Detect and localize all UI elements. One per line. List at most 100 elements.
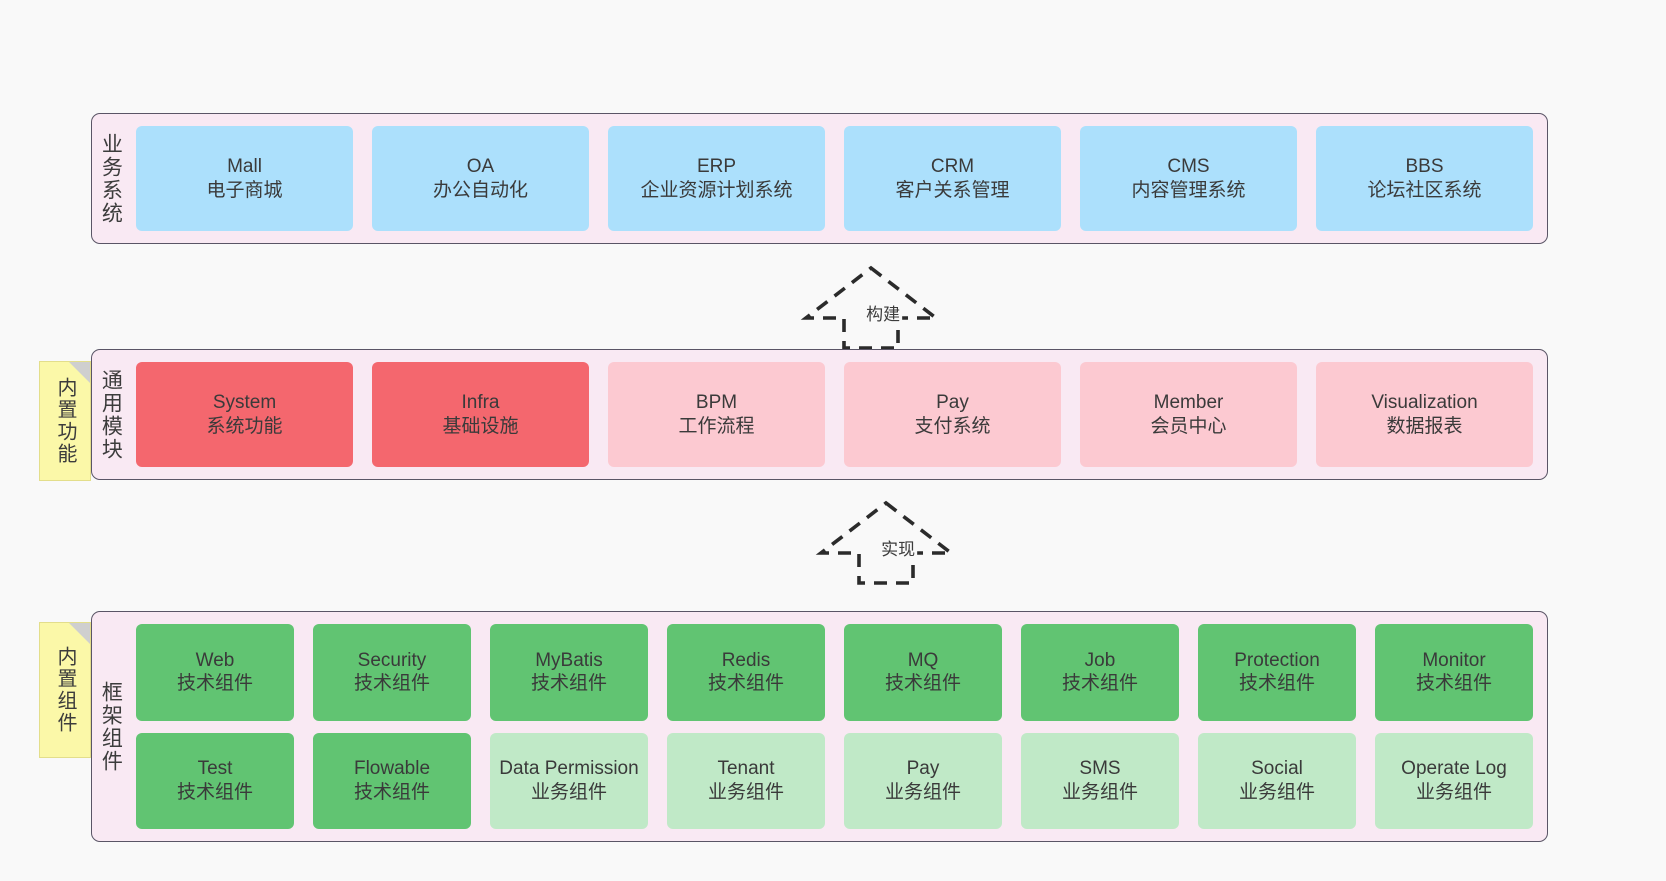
card-protection[interactable]: Protection 技术组件	[1198, 624, 1356, 721]
card-title-en: Redis	[721, 649, 771, 671]
card-row: Test 技术组件 Flowable 技术组件 Data Permission …	[136, 732, 1533, 829]
card-title-cn: 客户关系管理	[895, 179, 1010, 201]
card-title-cn: 电子商城	[206, 179, 283, 201]
card-title-en: Job	[1084, 649, 1116, 671]
card-mq[interactable]: MQ 技术组件	[844, 624, 1002, 721]
card-crm[interactable]: CRM 客户关系管理	[844, 126, 1061, 231]
card-title-en: OA	[466, 155, 495, 177]
card-bpm[interactable]: BPM 工作流程	[608, 362, 825, 467]
card-flowable[interactable]: Flowable 技术组件	[313, 732, 471, 829]
card-title-en: CMS	[1167, 155, 1210, 177]
card-title-en: Security	[357, 649, 427, 671]
note-label: 内置组件	[54, 646, 76, 734]
card-title-cn: 技术组件	[176, 673, 253, 695]
connector-implement-label: 实现	[879, 534, 918, 560]
layer-cards-common-module: System 系统功能 Infra 基础设施 BPM 工作流程 Pay 支付系统…	[128, 350, 1547, 479]
card-title-cn: 会员中心	[1150, 415, 1227, 437]
card-data-permission[interactable]: Data Permission 业务组件	[490, 732, 648, 829]
layer-title-framework-component: 框架组件	[99, 680, 123, 773]
card-title-en: Test	[197, 758, 233, 779]
card-title-cn: 数据报表	[1386, 415, 1463, 437]
card-title-en: BPM	[695, 391, 738, 413]
card-title-cn: 工作流程	[678, 415, 755, 437]
card-title-cn: 业务组件	[707, 781, 784, 803]
card-title-en: MQ	[907, 649, 939, 671]
card-title-en: BBS	[1405, 155, 1444, 177]
card-title-en: Tenant	[717, 758, 775, 779]
card-title-cn: 技术组件	[1415, 673, 1492, 695]
card-title-cn: 技术组件	[353, 673, 430, 695]
card-title-en: Infra	[461, 391, 500, 413]
card-title-en: Operate Log	[1401, 758, 1507, 779]
card-pay[interactable]: Pay 支付系统	[844, 362, 1061, 467]
card-mybatis[interactable]: MyBatis 技术组件	[490, 624, 648, 721]
card-security[interactable]: Security 技术组件	[313, 624, 471, 721]
card-title-en: Pay	[906, 758, 940, 779]
card-social[interactable]: Social 业务组件	[1198, 732, 1356, 829]
card-title-cn: 业务组件	[530, 781, 607, 803]
note-label: 内置功能	[54, 377, 76, 465]
layer-title-business-system: 业务系统	[99, 132, 123, 225]
card-redis[interactable]: Redis 技术组件	[667, 624, 825, 721]
card-title-en: Member	[1153, 391, 1224, 413]
card-web[interactable]: Web 技术组件	[136, 624, 294, 721]
card-title-en: Mall	[227, 155, 262, 177]
card-title-cn: 技术组件	[1238, 673, 1315, 695]
card-title-cn: 技术组件	[1061, 673, 1138, 695]
card-title-cn: 技术组件	[176, 781, 253, 803]
card-title-en: CRM	[930, 155, 975, 177]
card-cms[interactable]: CMS 内容管理系统	[1080, 126, 1297, 231]
card-oa[interactable]: OA 办公自动化	[372, 126, 589, 231]
card-infra[interactable]: Infra 基础设施	[372, 362, 589, 467]
note-builtin-component[interactable]: 内置组件	[39, 622, 91, 758]
card-job[interactable]: Job 技术组件	[1021, 624, 1179, 721]
card-title-en: ERP	[696, 155, 737, 177]
layer-common-module: 通用模块 System 系统功能 Infra 基础设施 BPM 工作流程 Pay…	[91, 349, 1548, 480]
layer-framework-component: 框架组件 Web 技术组件 Security 技术组件 MyBatis 技术组件…	[91, 611, 1548, 842]
card-system[interactable]: System 系统功能	[136, 362, 353, 467]
card-mall[interactable]: Mall 电子商城	[136, 126, 353, 231]
card-title-cn: 支付系统	[914, 415, 991, 437]
connector-build-label: 构建	[864, 299, 903, 325]
card-title-cn: 技术组件	[884, 673, 961, 695]
note-builtin-function[interactable]: 内置功能	[39, 361, 91, 481]
card-tenant[interactable]: Tenant 业务组件	[667, 732, 825, 829]
card-title-cn: 技术组件	[530, 673, 607, 695]
card-title-en: System	[212, 391, 277, 413]
card-title-en: Monitor	[1422, 649, 1486, 671]
card-title-cn: 业务组件	[1238, 781, 1315, 803]
connector-implement: 实现	[810, 497, 962, 587]
card-pay-business[interactable]: Pay 业务组件	[844, 732, 1002, 829]
layer-title-common-module: 通用模块	[99, 368, 123, 461]
card-bbs[interactable]: BBS 论坛社区系统	[1316, 126, 1533, 231]
card-monitor[interactable]: Monitor 技术组件	[1375, 624, 1533, 721]
card-operate-log[interactable]: Operate Log 业务组件	[1375, 732, 1533, 829]
card-title-en: Web	[195, 649, 235, 671]
card-title-cn: 论坛社区系统	[1367, 179, 1482, 201]
card-title-en: Protection	[1234, 649, 1320, 671]
connector-build-arrow-icon	[800, 265, 942, 350]
card-title-cn: 业务组件	[884, 781, 961, 803]
card-erp[interactable]: ERP 企业资源计划系统	[608, 126, 825, 231]
card-title-en: Data Permission	[499, 758, 639, 779]
card-title-cn: 业务组件	[1061, 781, 1138, 803]
card-row: Web 技术组件 Security 技术组件 MyBatis 技术组件 Redi…	[136, 624, 1533, 721]
card-title-cn: 内容管理系统	[1131, 179, 1246, 201]
card-test[interactable]: Test 技术组件	[136, 732, 294, 829]
card-sms[interactable]: SMS 业务组件	[1021, 732, 1179, 829]
card-member[interactable]: Member 会员中心	[1080, 362, 1297, 467]
connector-implement-arrow-icon	[815, 500, 957, 585]
card-title-en: MyBatis	[535, 649, 603, 671]
card-row: Mall 电子商城 OA 办公自动化 ERP 企业资源计划系统 CRM 客户关系…	[136, 126, 1533, 231]
card-title-cn: 企业资源计划系统	[640, 179, 793, 201]
card-title-cn: 基础设施	[442, 415, 519, 437]
layer-cards-framework-component: Web 技术组件 Security 技术组件 MyBatis 技术组件 Redi…	[128, 612, 1547, 841]
layer-cards-business-system: Mall 电子商城 OA 办公自动化 ERP 企业资源计划系统 CRM 客户关系…	[128, 114, 1547, 243]
card-title-en: Pay	[936, 391, 969, 413]
card-title-cn: 业务组件	[1415, 781, 1492, 803]
card-title-en: SMS	[1079, 758, 1121, 779]
card-visualization[interactable]: Visualization 数据报表	[1316, 362, 1533, 467]
card-title-cn: 技术组件	[707, 673, 784, 695]
connector-build: 构建	[795, 262, 947, 352]
